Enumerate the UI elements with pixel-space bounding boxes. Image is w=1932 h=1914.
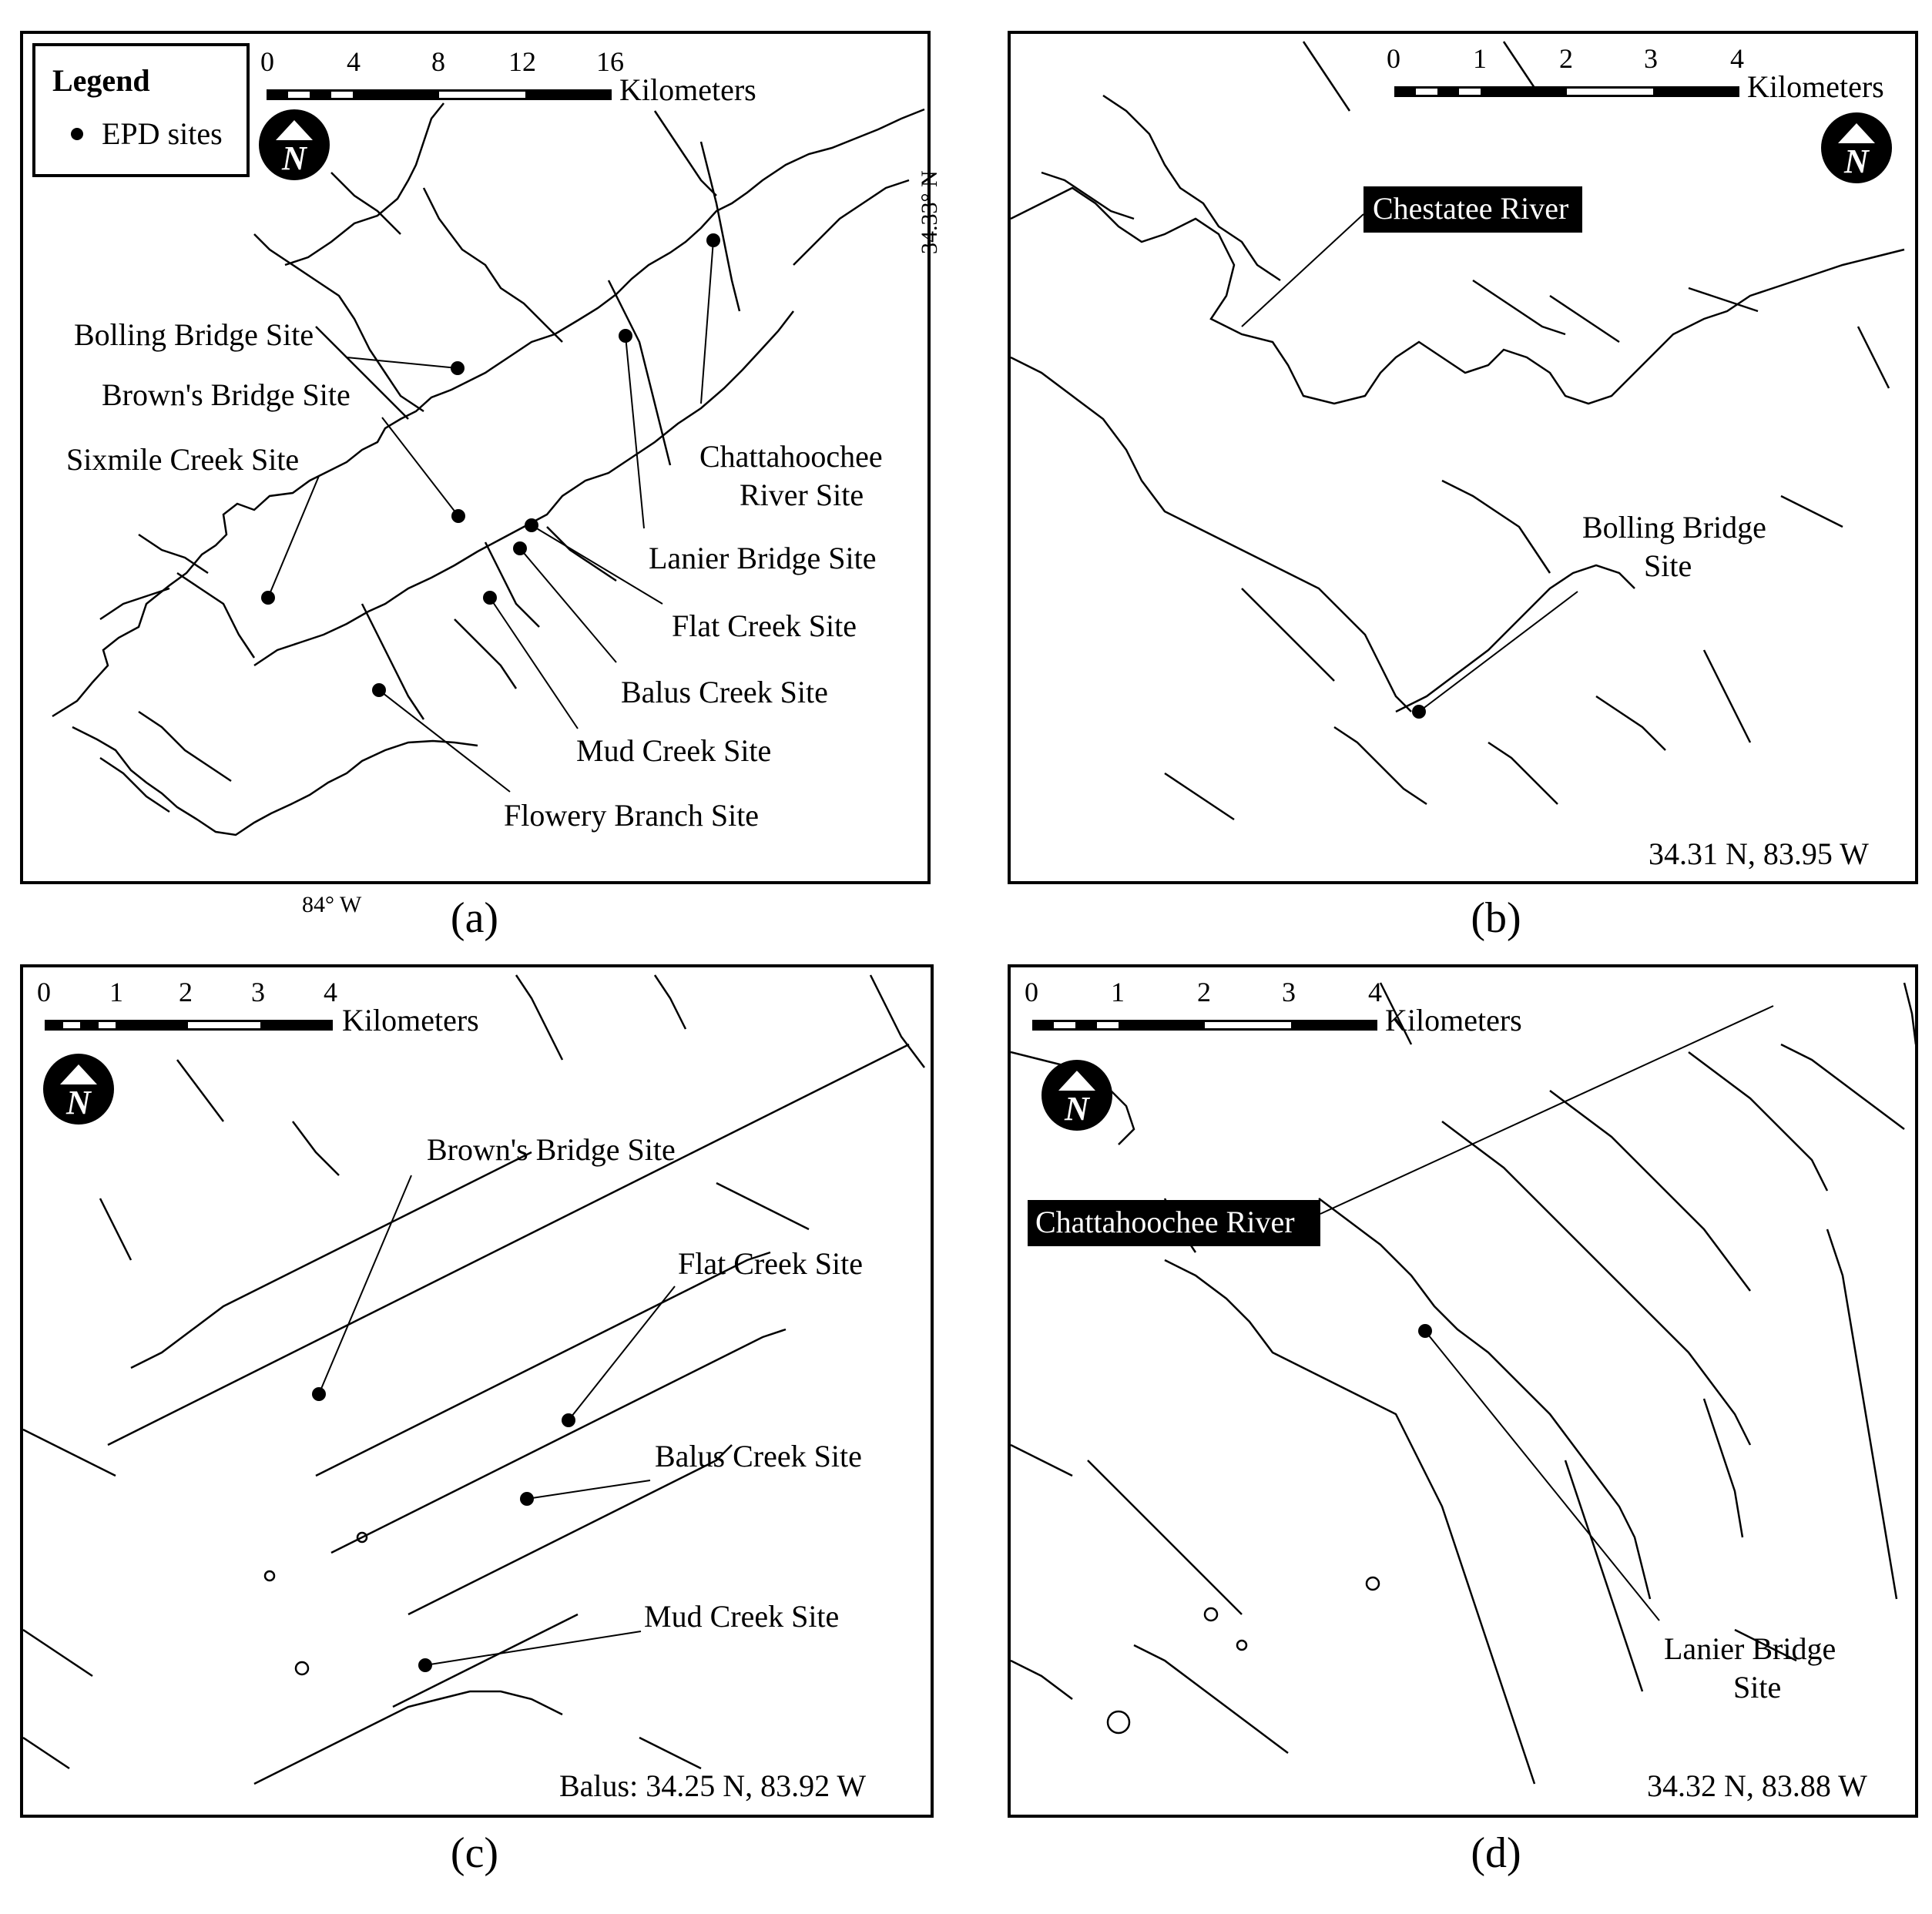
north-glyph-b: N (1843, 142, 1870, 180)
label-lanier-d-1: Lanier Bridge (1664, 1631, 1836, 1666)
scale-bar-c: 0 1 2 3 4 Kilometers (37, 977, 479, 1037)
scale-c-tick-4: 4 (324, 977, 337, 1007)
scale-c-tick-3: 3 (251, 977, 265, 1007)
scale-bar-d: 0 1 2 3 4 Kilometers (1025, 977, 1522, 1037)
scale-c-tick-0: 0 (37, 977, 51, 1007)
north-glyph: N (281, 139, 308, 177)
north-arrow-icon: N (1821, 112, 1892, 183)
panel-d-svg: 0 1 2 3 4 Kilometers N (1011, 977, 1915, 1803)
scale-c-unit: Kilometers (342, 1003, 479, 1037)
scale-d-tick-2: 2 (1197, 977, 1211, 1007)
caption-b: (b) (1471, 894, 1521, 942)
label-bolling: Bolling Bridge Site (74, 317, 314, 352)
scale-b-tick-4: 4 (1730, 43, 1744, 74)
caption-a: (a) (450, 894, 499, 942)
panel-a-map: Legend EPD sites 0 4 8 12 16 Kilometers … (20, 31, 931, 884)
label-browns-c: Brown's Bridge Site (427, 1132, 676, 1167)
scale-c-tick-2: 2 (179, 977, 193, 1007)
legend-title: Legend (52, 63, 150, 98)
lake-shoreline (52, 102, 925, 836)
panel-b-svg: 0 1 2 3 4 Kilometers N (1011, 41, 1905, 871)
scale-b-tick-3: 3 (1644, 43, 1658, 74)
scale-b-unit: Kilometers (1747, 69, 1884, 104)
label-lanier-d-2: Site (1733, 1670, 1781, 1704)
north-arrow-icon: N (259, 109, 330, 180)
scale-b-tick-1: 1 (1473, 43, 1487, 74)
label-chattahoochee-1: Chattahoochee (699, 439, 883, 474)
scale-b-tick-0: 0 (1387, 43, 1400, 74)
scale-c-tick-1: 1 (109, 977, 123, 1007)
north-arrow-icon: N (43, 1054, 114, 1125)
scale-d-tick-1: 1 (1111, 977, 1125, 1007)
panel-c-map: 0 1 2 3 4 Kilometers N (20, 964, 934, 1818)
legend-site-marker (71, 128, 83, 140)
lat-label-a: 34.33° N (917, 170, 943, 254)
chestatee-label-box (1363, 186, 1582, 233)
caption-d: (d) (1471, 1829, 1521, 1877)
label-flat-c: Flat Creek Site (678, 1246, 863, 1281)
legend-item-label: EPD sites (102, 116, 223, 151)
legend-box (32, 43, 250, 177)
scale-unit: Kilometers (619, 72, 756, 107)
coords-d: 34.32 N, 83.88 W (1647, 1768, 1867, 1803)
label-mud: Mud Creek Site (576, 733, 771, 768)
panel-c-svg: 0 1 2 3 4 Kilometers N (23, 974, 925, 1803)
north-glyph-c: N (65, 1084, 92, 1121)
scale-tick-0: 0 (260, 46, 274, 77)
scale-d-tick-3: 3 (1282, 977, 1296, 1007)
scale-b-tick-2: 2 (1559, 43, 1573, 74)
label-flat: Flat Creek Site (672, 608, 857, 643)
chattahoochee-callout: Chattahoochee River (1028, 1005, 1774, 1246)
chattahoochee-label-box (1028, 1200, 1320, 1246)
leader-lanier-d (1424, 1330, 1660, 1621)
label-lanier: Lanier Bridge Site (649, 541, 876, 575)
chestatee-callout: Chestatee River (1241, 186, 1582, 327)
scale-tick-8: 8 (431, 46, 445, 77)
panel-a-svg: Legend EPD sites 0 4 8 12 16 Kilometers … (32, 43, 925, 836)
scale-tick-12: 12 (508, 46, 536, 77)
coords-c: Balus: 34.25 N, 83.92 W (559, 1768, 866, 1803)
label-bolling-b-1: Bolling Bridge (1582, 510, 1766, 545)
lon-label-a: 84° W (302, 892, 361, 918)
label-sixmile: Sixmile Creek Site (66, 442, 299, 477)
label-flowery: Flowery Branch Site (504, 798, 759, 833)
panel-b-map: 0 1 2 3 4 Kilometers N (1008, 31, 1918, 884)
label-mud-c: Mud Creek Site (644, 1599, 839, 1634)
scale-bar-a: 0 4 8 12 16 Kilometers (260, 46, 756, 107)
scale-d-tick-0: 0 (1025, 977, 1038, 1007)
shoreline-c (23, 974, 925, 1785)
north-arrow-icon: N (1041, 1060, 1112, 1131)
label-balus-c: Balus Creek Site (655, 1439, 862, 1473)
shoreline-b (1011, 41, 1905, 821)
label-browns: Brown's Bridge Site (102, 377, 351, 412)
scale-bar-b: 0 1 2 3 4 Kilometers (1387, 43, 1884, 104)
label-chattahoochee-2: River Site (740, 478, 864, 512)
leader-lines-c (318, 1175, 676, 1666)
label-bolling-b-2: Site (1644, 548, 1692, 583)
panel-d-map: 0 1 2 3 4 Kilometers N (1008, 964, 1918, 1818)
lon-label-text: 84° W (302, 892, 362, 917)
label-balus: Balus Creek Site (621, 675, 828, 709)
scale-d-tick-4: 4 (1368, 977, 1382, 1007)
coords-b: 34.31 N, 83.95 W (1649, 836, 1869, 871)
lat-label-text: 34.33° N (917, 170, 942, 254)
leader-lines-a (267, 240, 714, 793)
caption-c: (c) (450, 1829, 499, 1877)
scale-tick-16: 16 (596, 46, 624, 77)
shoreline-d (1011, 982, 1915, 1785)
chestatee-label: Chestatee River (1373, 191, 1568, 226)
scale-d-unit: Kilometers (1385, 1003, 1522, 1037)
scale-tick-4: 4 (347, 46, 361, 77)
leader-bolling-b (1418, 591, 1578, 712)
site-markers-a (261, 233, 720, 697)
north-glyph-d: N (1064, 1090, 1091, 1128)
chattahoochee-label: Chattahoochee River (1035, 1205, 1295, 1239)
